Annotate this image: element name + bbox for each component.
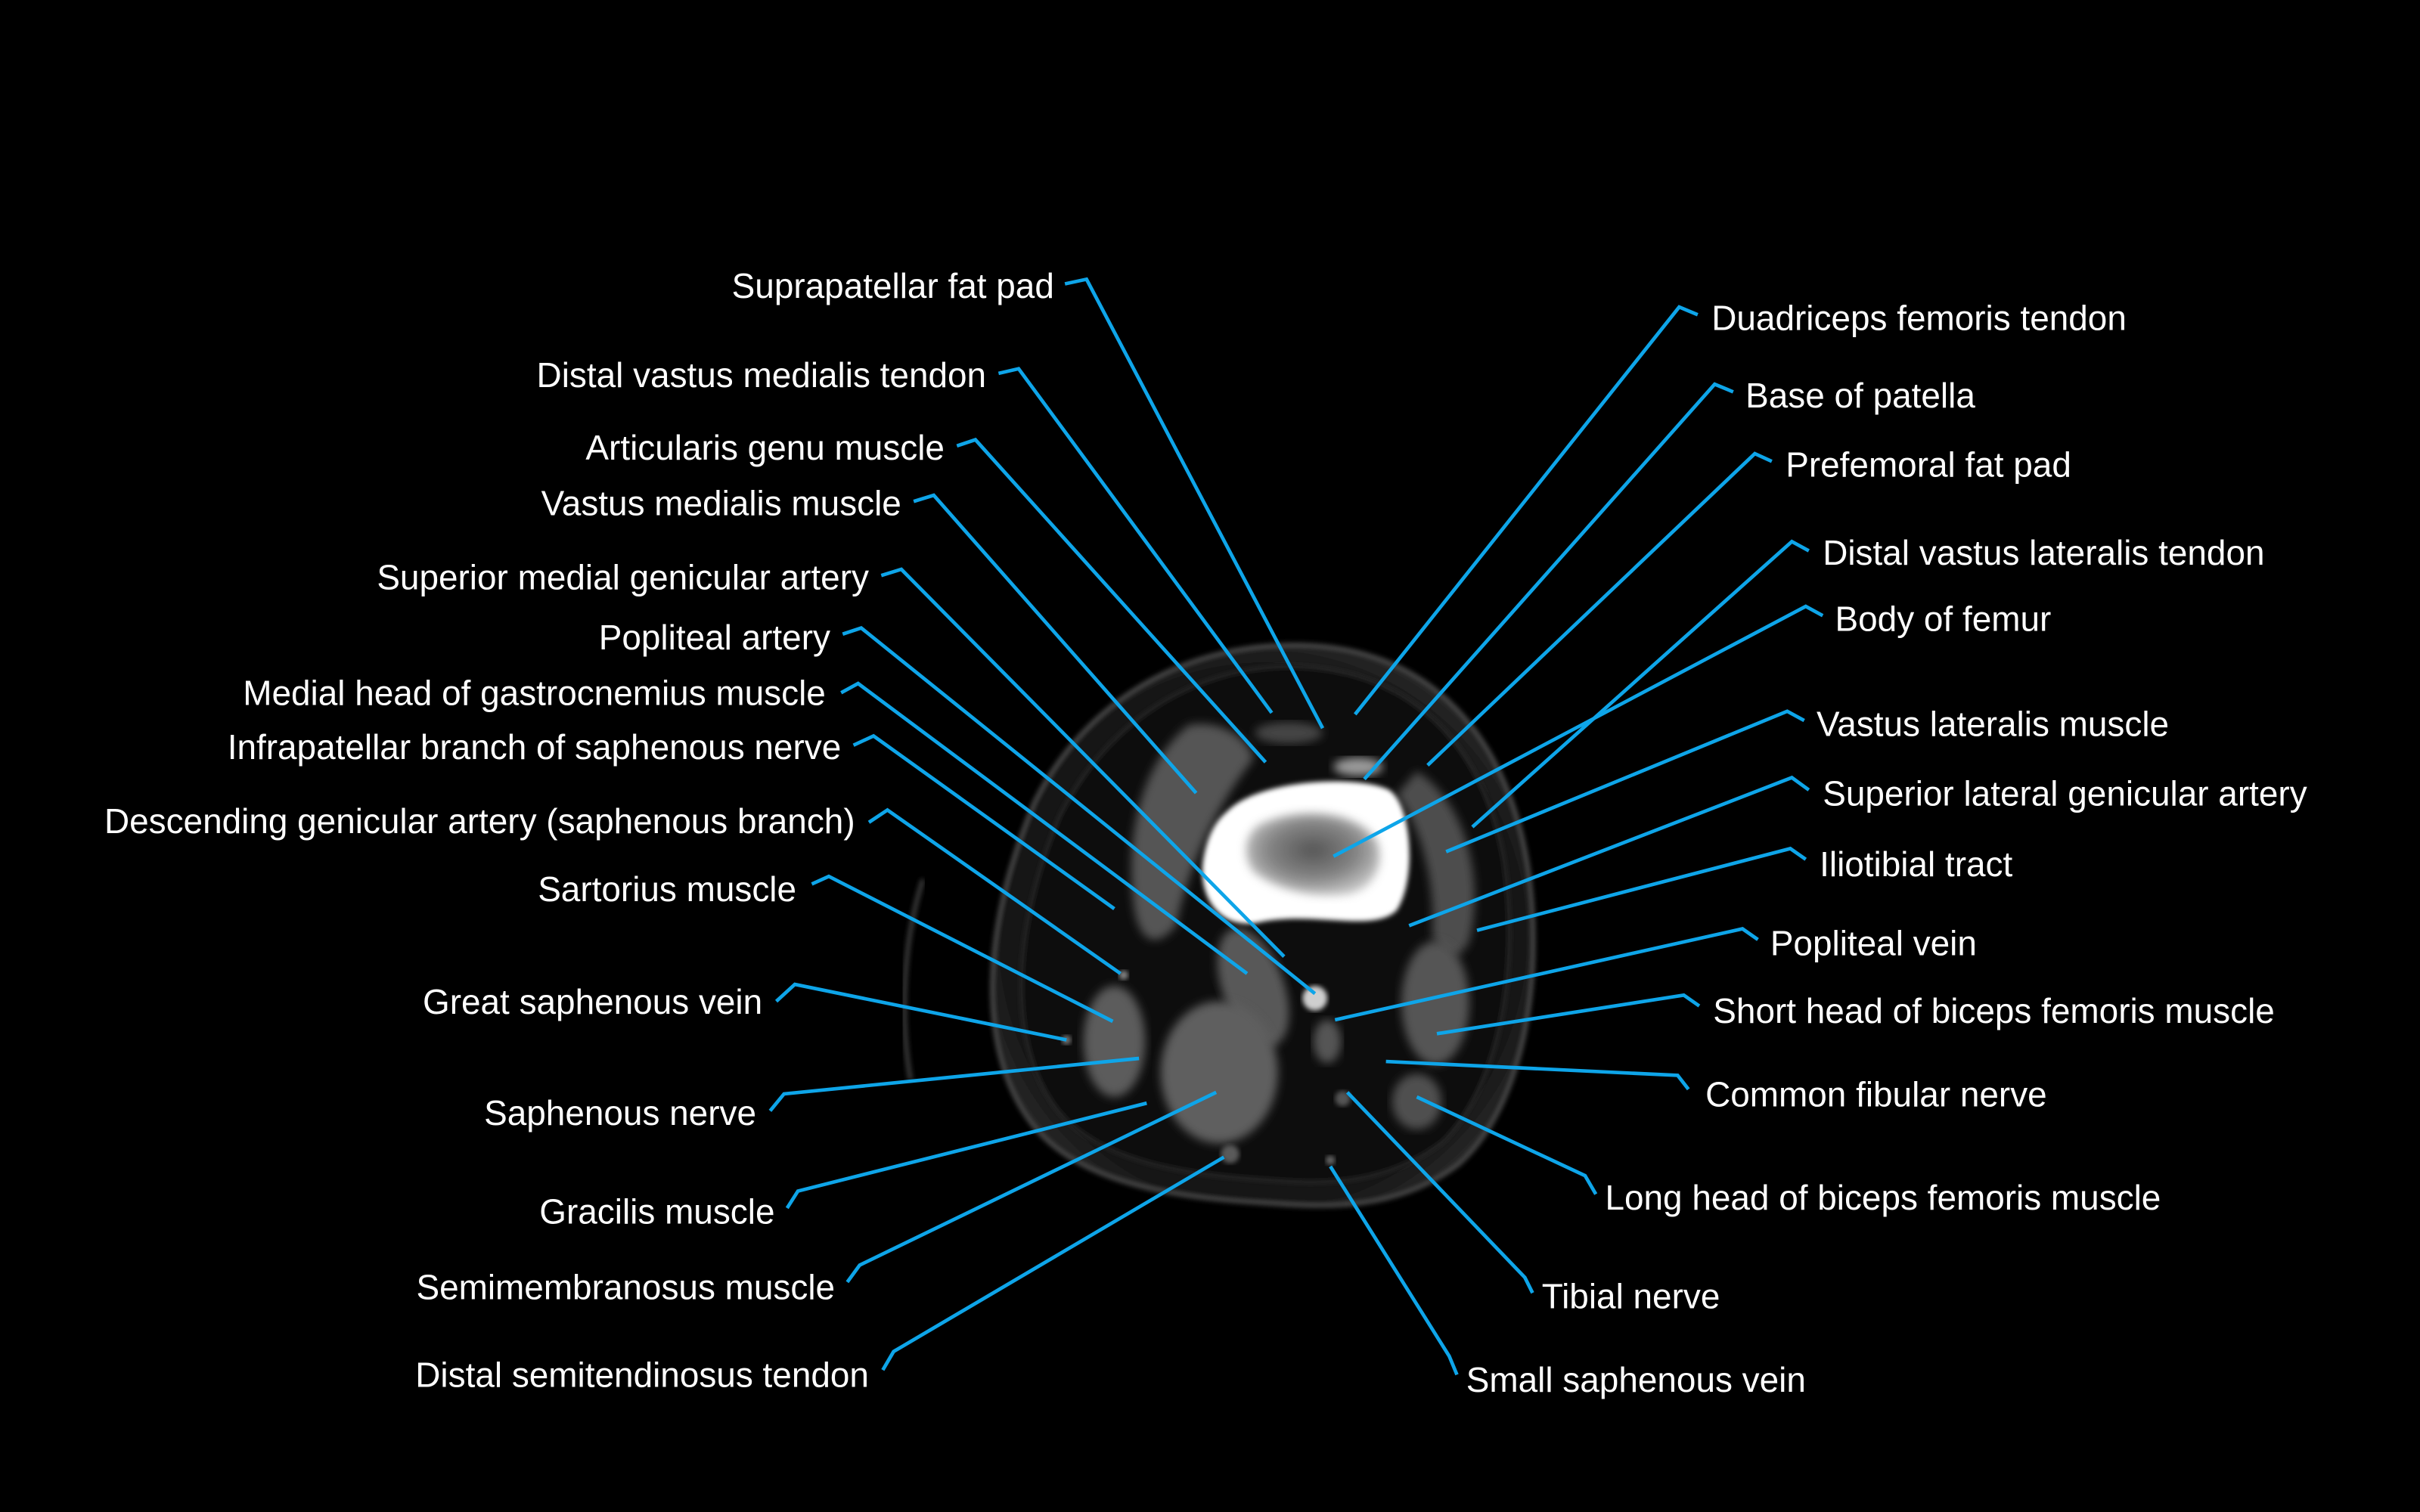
- label-popliteal-artery: Popliteal artery: [599, 618, 830, 657]
- label-common-fibular-nerve: Common fibular nerve: [1705, 1074, 2047, 1114]
- label-vastus-medialis-muscle: Vastus medialis muscle: [541, 484, 901, 523]
- label-vastus-lateralis-muscle: Vastus lateralis muscle: [1817, 704, 2169, 743]
- leader-line-semimembranosus-muscle: [845, 1090, 1218, 1284]
- leader-line-distal-vastus-medialis-tendon: [997, 367, 1274, 714]
- label-superior-medial-genicular-artery: Superior medial genicular artery: [377, 558, 869, 597]
- leader-line-suprapatellar-fat-pad: [1064, 277, 1325, 730]
- leader-lines: [768, 277, 1824, 1376]
- leader-line-popliteal-artery: [842, 625, 1317, 996]
- ct-slice-image: [901, 643, 1536, 1208]
- leader-line-tibial-nerve: [1345, 1091, 1534, 1294]
- leader-line-superior-lateral-genicular-artery: [1408, 775, 1810, 928]
- leader-line-vastus-lateralis-muscle: [1445, 709, 1805, 854]
- label-tibial-nerve: Tibial nerve: [1542, 1277, 1720, 1316]
- label-iliotibial-tract: Iliotibial tract: [1820, 844, 2012, 884]
- leader-line-saphenous-nerve: [768, 1056, 1140, 1112]
- leader-line-base-of-patella: [1363, 382, 1734, 781]
- label-distal-semitendinosus-tendon: Distal semitendinosus tendon: [415, 1356, 869, 1395]
- label-popliteal-vein: Popliteal vein: [1770, 923, 1977, 962]
- leader-line-small-saphenous-vein: [1329, 1165, 1459, 1376]
- label-superior-lateral-genicular-artery: Superior lateral genicular artery: [1823, 773, 2307, 813]
- leader-line-sartorius-muscle: [811, 874, 1114, 1024]
- leader-line-iliotibial-tract: [1476, 846, 1807, 932]
- label-distal-vastus-medialis-tendon: Distal vastus medialis tendon: [537, 355, 987, 395]
- label-body-of-femur: Body of femur: [1835, 600, 2052, 639]
- leader-line-distal-semitendinosus-tendon: [881, 1155, 1225, 1371]
- leader-line-common-fibular-nerve: [1385, 1059, 1690, 1091]
- label-great-saphenous-vein: Great saphenous vein: [423, 982, 762, 1021]
- label-saphenous-nerve: Saphenous nerve: [484, 1093, 756, 1132]
- label-duadriceps-femoris-tendon: Duadriceps femoris tendon: [1711, 299, 2127, 338]
- leader-line-prefemoral-fat-pad: [1426, 451, 1773, 767]
- leader-line-gracilis-muscle: [785, 1101, 1147, 1210]
- label-suprapatellar-fat-pad: Suprapatellar fat pad: [732, 266, 1054, 305]
- leader-line-duadriceps-femoris-tendon: [1354, 305, 1699, 716]
- label-base-of-patella: Base of patella: [1745, 376, 1975, 415]
- leader-line-short-head-of-biceps-femoris-muscle: [1436, 993, 1701, 1036]
- label-sartorius-muscle: Sartorius muscle: [538, 869, 796, 909]
- leader-line-distal-vastus-lateralis-tendon: [1471, 539, 1810, 829]
- leader-line-superior-medial-genicular-artery: [880, 567, 1286, 958]
- leader-line-descending-genicular-artery-saphenous-branch: [867, 807, 1122, 975]
- label-prefemoral-fat-pad: Prefemoral fat pad: [1786, 445, 2071, 485]
- label-small-saphenous-vein: Small saphenous vein: [1466, 1360, 1806, 1399]
- leader-line-great-saphenous-vein: [774, 982, 1067, 1042]
- label-medial-head-of-gastrocnemius-muscle: Medial head of gastrocnemius muscle: [243, 674, 826, 713]
- leader-line-medial-head-of-gastrocnemius-muscle: [840, 681, 1249, 975]
- label-infrapatellar-branch-of-saphenous-nerve: Infrapatellar branch of saphenous nerve: [228, 727, 842, 767]
- leader-line-body-of-femur: [1333, 604, 1824, 858]
- leader-line-popliteal-vein: [1334, 927, 1759, 1022]
- label-descending-genicular-artery-saphenous-branch: Descending genicular artery (saphenous b…: [104, 801, 855, 841]
- label-semimembranosus-muscle: Semimembranosus muscle: [416, 1267, 835, 1306]
- label-long-head-of-biceps-femoris-muscle: Long head of biceps femoris muscle: [1605, 1178, 2161, 1217]
- label-gracilis-muscle: Gracilis muscle: [539, 1191, 774, 1231]
- label-articularis-genu-muscle: Articularis genu muscle: [585, 428, 945, 467]
- leader-line-infrapatellar-branch-of-saphenous-nerve: [852, 733, 1115, 910]
- leader-line-vastus-medialis-muscle: [913, 493, 1198, 795]
- leader-line-articularis-genu-muscle: [956, 437, 1267, 764]
- label-distal-vastus-lateralis-tendon: Distal vastus lateralis tendon: [1823, 533, 2264, 572]
- leader-line-long-head-of-biceps-femoris-muscle: [1416, 1095, 1598, 1195]
- label-short-head-of-biceps-femoris-muscle: Short head of biceps femoris muscle: [1713, 991, 2275, 1030]
